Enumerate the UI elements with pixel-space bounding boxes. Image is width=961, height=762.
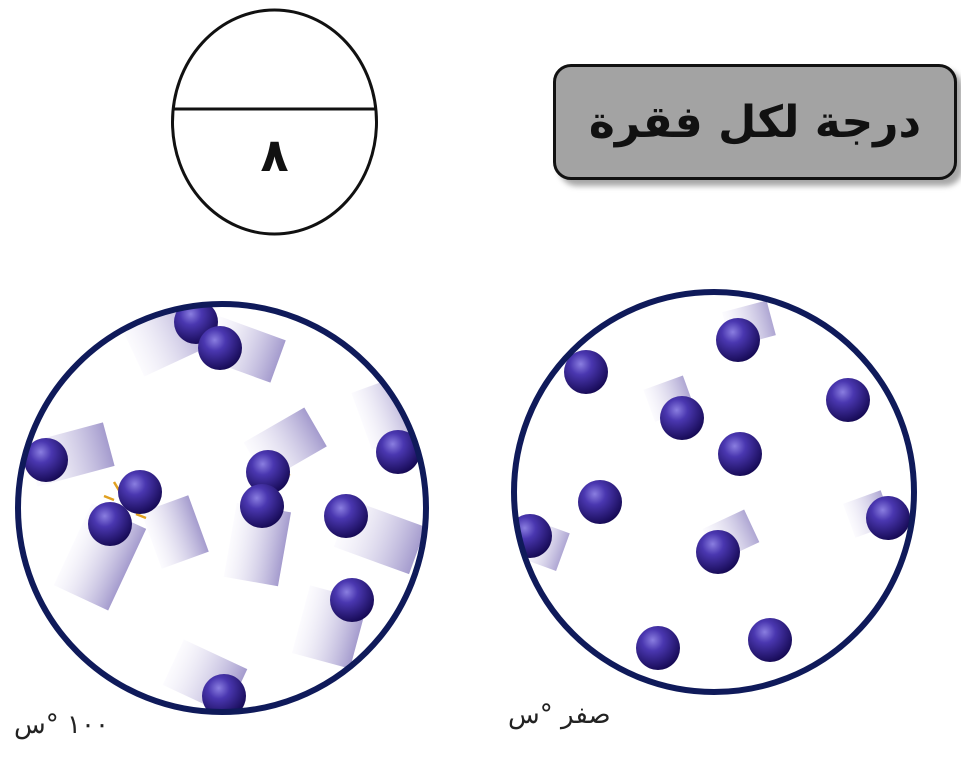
particle: [866, 496, 910, 540]
particle: [88, 502, 132, 546]
particle: [324, 494, 368, 538]
hot-gas-container: [10, 292, 435, 724]
cold-temp-label: صفر °س: [508, 700, 611, 730]
particle: [578, 480, 622, 524]
particle: [748, 618, 792, 662]
cold-gas-container: [508, 286, 920, 698]
particle: [636, 626, 680, 670]
grade-box-text: درجة لكل فقرة: [589, 97, 921, 148]
particle: [716, 318, 760, 362]
particle: [330, 578, 374, 622]
score-value: ٨: [170, 128, 379, 182]
particle: [198, 326, 242, 370]
particle: [696, 530, 740, 574]
particle: [718, 432, 762, 476]
particle: [240, 484, 284, 528]
score-circle: [170, 6, 379, 238]
grade-box: درجة لكل فقرة: [553, 64, 957, 180]
hot-temp-label: ١٠٠ °س: [14, 710, 109, 740]
particle: [660, 396, 704, 440]
particle: [826, 378, 870, 422]
particle: [118, 470, 162, 514]
